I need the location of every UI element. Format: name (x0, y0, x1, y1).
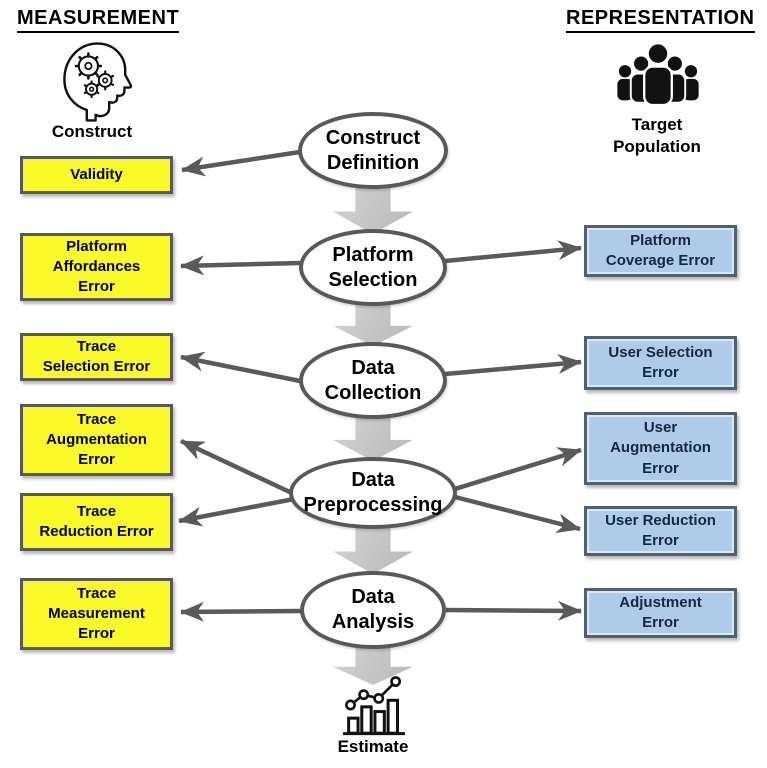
flow-arrow-down (333, 527, 413, 574)
connector (445, 600, 582, 621)
head-with-gears-icon (63, 42, 133, 122)
construct-label: Construct (51, 122, 133, 141)
target-population-label: Target Population (613, 115, 701, 157)
estimate-chart-icon (343, 676, 405, 736)
user-augmentation-error-box: User Augmentation Error (584, 412, 737, 485)
connector (180, 255, 301, 276)
platform-coverage-error-box: Platform Coverage Error (584, 225, 737, 277)
connector (180, 601, 302, 622)
flow-arrow-down (333, 417, 413, 461)
trace-reduction-error-box: Trace Reduction Error (20, 493, 173, 551)
user-reduction-error-box: User Reduction Error (584, 506, 737, 556)
step-data-analysis: Data Analysis (300, 571, 446, 649)
step-platform-selection: Platform Selection (299, 229, 447, 306)
target-population-icon (617, 42, 699, 107)
connector (444, 240, 582, 264)
step-data-collection: Data Collection (299, 342, 447, 419)
estimate-label: Estimate (337, 737, 409, 756)
connector (180, 438, 295, 497)
trace-augmentation-error-box: Trace Augmentation Error (20, 404, 173, 476)
connector (178, 496, 295, 527)
connector (454, 447, 582, 492)
representation-header: REPRESENTATION (566, 7, 755, 33)
validity-box: Validity (20, 156, 173, 194)
trace-selection-error-box: Trace Selection Error (20, 333, 173, 381)
connector (180, 351, 301, 384)
measurement-header: MEASUREMENT (17, 7, 180, 33)
flow-arrow-down (333, 187, 413, 234)
connector (444, 354, 582, 377)
trace-measurement-error-box: Trace Measurement Error (20, 578, 173, 650)
flow-arrow-down (333, 304, 413, 346)
connector (181, 149, 301, 177)
adjustment-error-box: Adjustment Error (584, 588, 737, 638)
step-construct-definition: Construct Definition (298, 112, 448, 189)
platform-affordances-error-box: Platform Affordances Error (20, 233, 173, 301)
user-selection-error-box: User Selection Error (584, 336, 737, 390)
step-data-preprocessing: Data Preprocessing (289, 457, 457, 529)
connector (454, 494, 581, 533)
